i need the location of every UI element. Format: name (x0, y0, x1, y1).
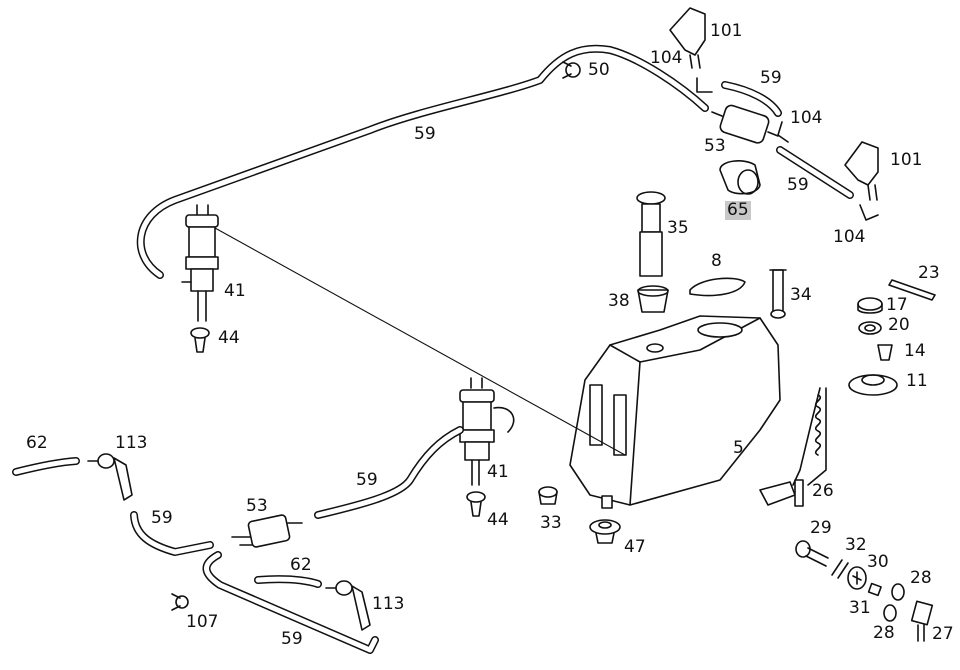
part-label-34: 34 (790, 285, 812, 305)
washer-28-b (883, 604, 897, 622)
hose-59-bottom-long (202, 551, 379, 654)
elbow-104-top (696, 77, 713, 93)
part-label-59: 59 (356, 470, 378, 490)
gasket-8 (689, 277, 746, 297)
spacer-30 (847, 566, 867, 590)
hose-59-bottom-left (130, 511, 214, 556)
part-label-31: 31 (849, 598, 871, 618)
level-sensor-wiring-26 (759, 387, 827, 507)
strap-23 (888, 279, 936, 301)
check-valve-53-top (711, 104, 779, 144)
part-label-44: 44 (218, 328, 240, 348)
spray-nozzle-101-right (844, 141, 879, 201)
reservoir-5 (569, 315, 781, 509)
hose-62-right (254, 575, 322, 588)
part-label-44: 44 (487, 510, 509, 530)
part-label-104: 104 (790, 108, 823, 128)
part-label-32: 32 (845, 535, 867, 555)
part-label-28: 28 (873, 623, 895, 643)
part-label-113: 113 (115, 433, 148, 453)
part-label-59: 59 (760, 68, 782, 88)
grommet-14 (877, 344, 893, 361)
washer-pump-41-left (181, 204, 219, 322)
part-label-8: 8 (711, 251, 722, 271)
seal-ring-20 (858, 321, 882, 335)
elbow-104-right (859, 204, 879, 221)
hose-62-left (12, 457, 80, 476)
level-sensor-34 (769, 269, 787, 319)
part-label-59: 59 (281, 629, 303, 649)
part-label-30: 30 (867, 552, 889, 572)
part-label-47: 47 (624, 537, 646, 557)
part-label-62: 62 (26, 433, 48, 453)
spray-nozzle-101-top (669, 7, 706, 69)
hose-59-center (314, 426, 464, 519)
washer-pump-41-center (459, 377, 515, 486)
grommet-44-left (190, 327, 210, 353)
part-label-65-highlighted[interactable]: 65 (725, 200, 751, 220)
hose-clip-50 (562, 61, 581, 79)
grommet-38 (637, 285, 669, 313)
part-label-104: 104 (650, 48, 683, 68)
part-label-14: 14 (904, 341, 926, 361)
part-label-27: 27 (932, 624, 954, 644)
part-label-62: 62 (290, 555, 312, 575)
part-label-38: 38 (608, 291, 630, 311)
nozzle-113-left (87, 453, 133, 501)
hose-59-right (776, 146, 854, 199)
part-label-20: 20 (888, 315, 910, 335)
filler-tube-35 (636, 191, 666, 277)
part-label-101: 101 (710, 21, 743, 41)
bolt-29 (795, 540, 829, 567)
part-label-29: 29 (810, 518, 832, 538)
part-label-17: 17 (886, 295, 908, 315)
cap-17 (857, 297, 883, 314)
elbow-104-mid (777, 121, 789, 143)
nozzle-113-right (325, 580, 371, 631)
part-label-41: 41 (224, 281, 246, 301)
grommet-44-center (466, 491, 486, 517)
part-label-23: 23 (918, 263, 940, 283)
grommet-33 (538, 486, 558, 505)
part-label-26: 26 (812, 481, 834, 501)
grommet-47 (589, 519, 621, 544)
part-label-41: 41 (487, 462, 509, 482)
part-label-28: 28 (910, 568, 932, 588)
part-label-53: 53 (704, 136, 726, 156)
check-valve-53-bottom (231, 514, 303, 548)
hose-59-short (721, 81, 782, 117)
part-label-59: 59 (151, 508, 173, 528)
part-label-101: 101 (890, 150, 923, 170)
part-label-11: 11 (906, 371, 928, 391)
washer-28-a (891, 583, 905, 601)
part-label-5: 5 (733, 438, 744, 458)
part-label-53: 53 (246, 496, 268, 516)
grommet-11 (848, 374, 898, 396)
part-label-50: 50 (588, 60, 610, 80)
part-label-33: 33 (540, 513, 562, 533)
hose-59-top (136, 44, 709, 279)
part-label-35: 35 (667, 218, 689, 238)
part-label-59: 59 (414, 124, 436, 144)
filter-65 (719, 160, 761, 195)
clip-32 (831, 559, 849, 579)
part-label-104: 104 (833, 227, 866, 247)
part-label-113: 113 (372, 594, 405, 614)
pump-wire (214, 227, 626, 456)
part-label-107: 107 (186, 612, 219, 632)
nut-31 (867, 582, 882, 597)
part-label-59: 59 (787, 175, 809, 195)
hose-clip-107 (171, 593, 189, 611)
connector-27 (910, 600, 934, 642)
